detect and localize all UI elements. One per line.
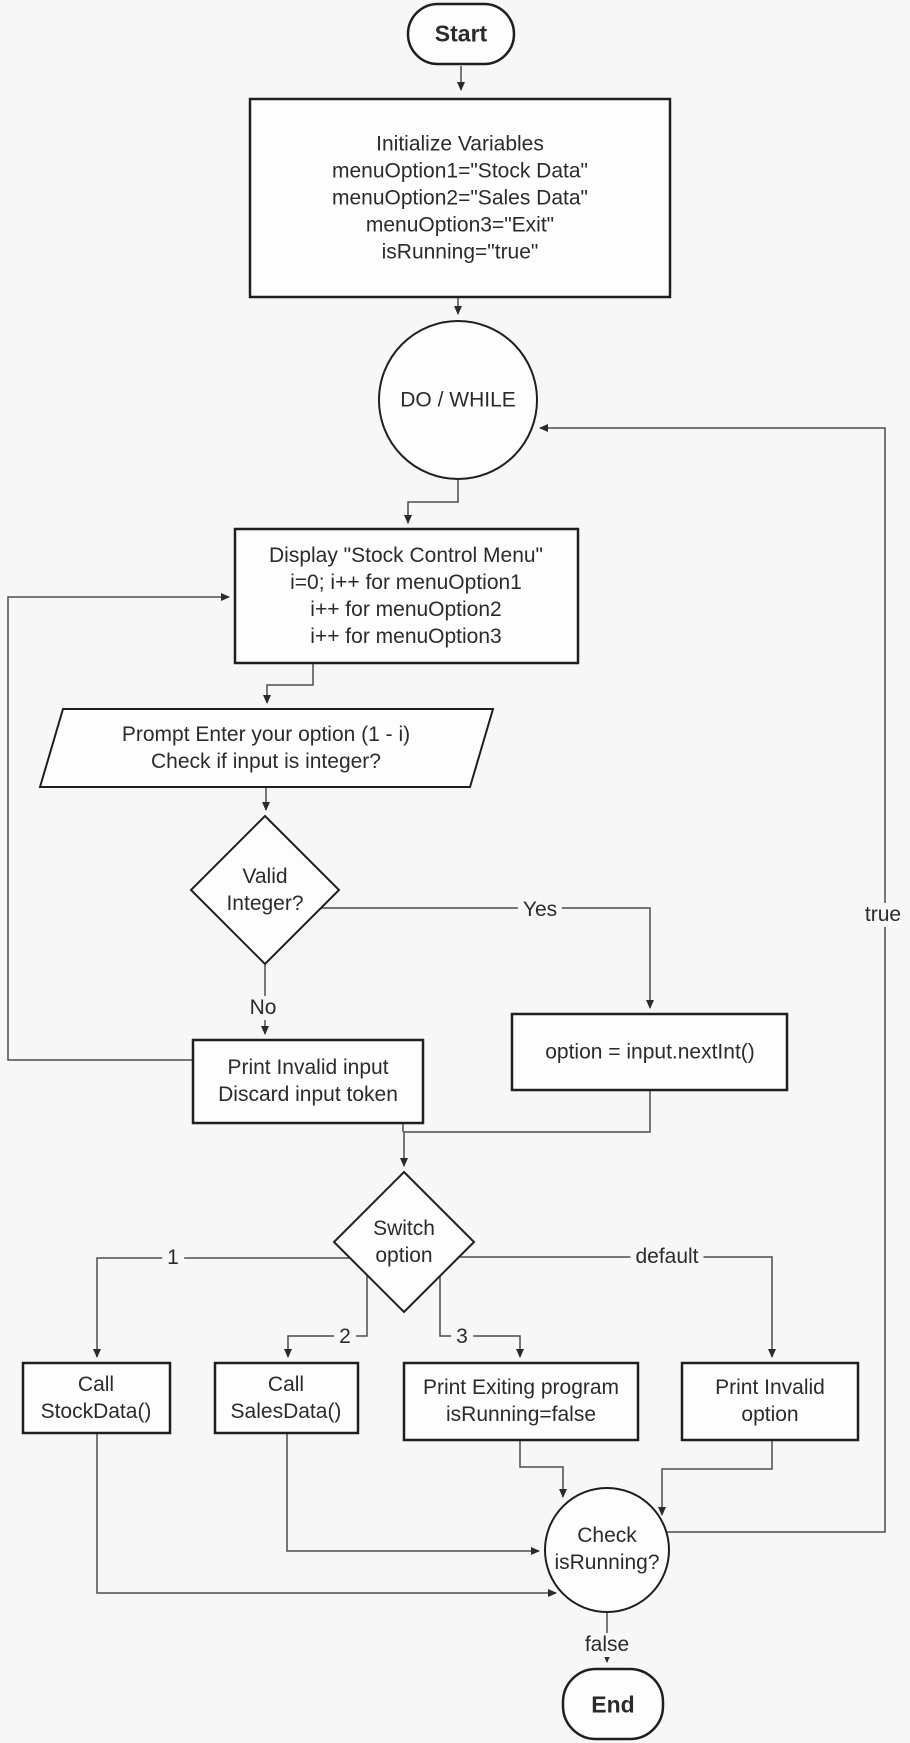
readoption-node-label: option = input.nextInt(): [545, 1040, 755, 1064]
display-process-shape: [233, 527, 580, 665]
prompt-io-shape: [38, 708, 495, 788]
edge-label-case3: 3: [451, 1325, 473, 1349]
dowhile-node-label: DO / WHILE: [400, 388, 516, 412]
prompt-node-label: Prompt Enter your option (1 - i) Check i…: [121, 723, 411, 773]
invalidoption-node-label: Print Invalid option: [715, 1376, 825, 1426]
check-circle-shape: [544, 1487, 670, 1613]
start-terminator-shape: [406, 2, 516, 66]
readoption-process-shape: [510, 1012, 789, 1092]
dowhile-circle-shape: [378, 320, 538, 480]
edge-label-false: false: [579, 1633, 635, 1657]
exiting-process-shape: [402, 1361, 640, 1442]
stockdata-node-label: Call StockData(): [40, 1373, 152, 1423]
invalidoption-process-shape: [680, 1361, 860, 1442]
edge-case2-to-salesdata: [284, 1275, 368, 1358]
check-node-label: Check isRunning?: [554, 1524, 660, 1574]
init-process-shape: [248, 97, 672, 299]
edge-label-yes: Yes: [517, 898, 563, 922]
edge-yes-to-readoption: [320, 907, 654, 1009]
edge-true-loopback-to-dowhile: [539, 424, 886, 1533]
end-terminator-shape: [561, 1667, 665, 1741]
edge-label-case1: 1: [162, 1246, 184, 1270]
validint-decision-shape: [189, 814, 341, 966]
edge-dowhile-to-display: [404, 479, 459, 524]
invalidinput-process-shape: [191, 1038, 425, 1125]
node-shapes: [21, 2, 860, 1741]
edge-display-to-prompt: [263, 663, 314, 704]
switch-decision-shape: [332, 1170, 476, 1314]
edge-salesdata-to-check: [286, 1433, 540, 1555]
edge-label-default: default: [630, 1245, 704, 1269]
invalidinput-node-label: Print Invalid input Discard input token: [218, 1056, 398, 1106]
salesdata-process-shape: [213, 1361, 360, 1435]
edge-case1-to-stockdata: [93, 1257, 349, 1358]
edge-label-true: true: [859, 903, 907, 927]
edges: [7, 66, 886, 1663]
salesdata-node-label: Call SalesData(): [230, 1373, 342, 1423]
edge-default-to-invalidoption: [459, 1256, 776, 1358]
validint-node-label: Valid Integer?: [226, 865, 304, 915]
init-node-label: Initialize Variables menuOption1="Stock …: [332, 132, 588, 264]
display-node-label: Display "Stock Control Menu" i=0; i++ fo…: [268, 544, 544, 648]
edge-case3-to-exiting: [439, 1276, 524, 1358]
stockdata-process-shape: [21, 1361, 172, 1435]
switch-node-label: Switch option: [373, 1217, 435, 1267]
edge-readoption-to-switch: [400, 1090, 651, 1167]
edge-stockdata-to-check: [96, 1433, 557, 1597]
edge-invalidoption-to-check: [658, 1440, 773, 1516]
edge-label-no: No: [244, 996, 282, 1020]
edge-label-case2: 2: [334, 1325, 356, 1349]
start-node-label: Start: [434, 20, 488, 47]
exiting-node-label: Print Exiting program isRunning=false: [422, 1376, 620, 1426]
end-node-label: End: [591, 1691, 635, 1718]
edge-invalidinput-loopback-to-display: [7, 593, 230, 1061]
edge-exiting-to-check: [519, 1440, 567, 1498]
